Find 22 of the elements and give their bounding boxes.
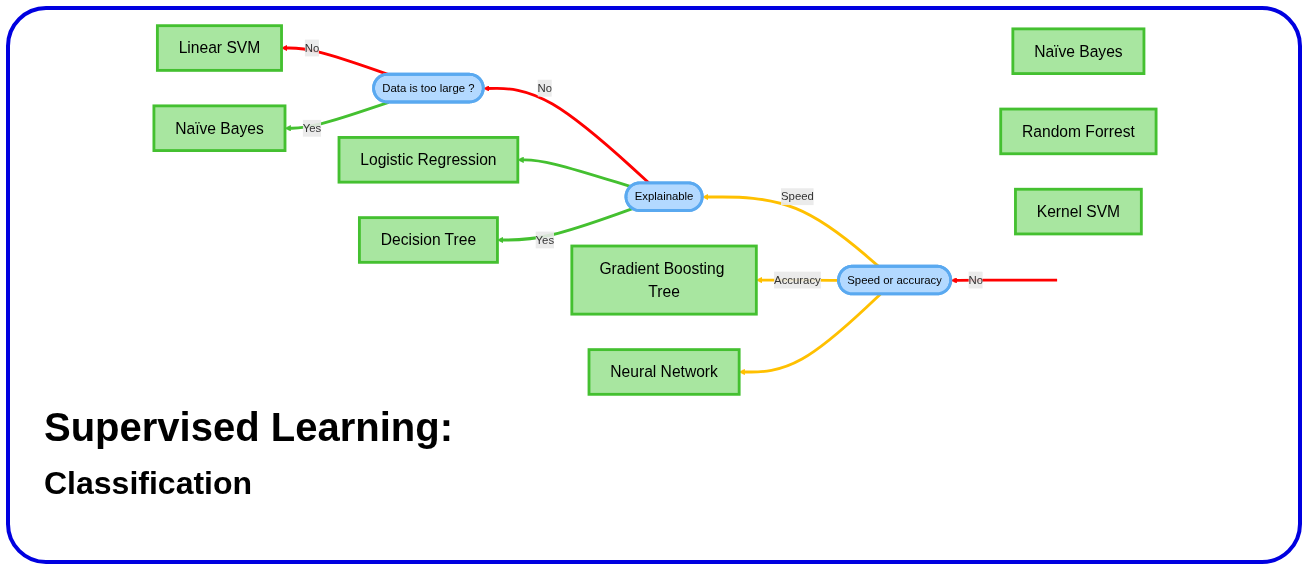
title: Supervised Learning: (44, 405, 453, 450)
node-box (357, 216, 499, 264)
arrow (497, 207, 634, 244)
node-box (570, 244, 758, 316)
arrow (517, 156, 632, 189)
node-box (337, 136, 520, 184)
arrow (950, 277, 1058, 284)
edge-label: Yes (302, 121, 322, 134)
frame-border: No Speed No No Yes Yes Accuracy Linear SVM Naïve Bayes Data is too large ? Explainable Speed or accuracy Naïve Bayes Logistic Regression Decision Tree Random Forrest Gradient Boosting Tree Neural Network Kernel SVM Supervised Learning: Classification (6, 6, 1302, 564)
edge-label: No (304, 41, 320, 54)
edge-label: Yes (535, 233, 555, 246)
edge-label: Speed (781, 190, 814, 203)
edge-label: No (968, 273, 983, 286)
edge-label: No (537, 81, 553, 94)
subtitle: Classification (44, 465, 253, 502)
node-box (587, 348, 741, 396)
node-box (999, 107, 1158, 156)
node-box (1011, 27, 1146, 75)
edge-label: Accuracy (774, 273, 821, 286)
node-box (155, 24, 283, 72)
node-box (152, 104, 287, 152)
node-box (1014, 187, 1143, 236)
